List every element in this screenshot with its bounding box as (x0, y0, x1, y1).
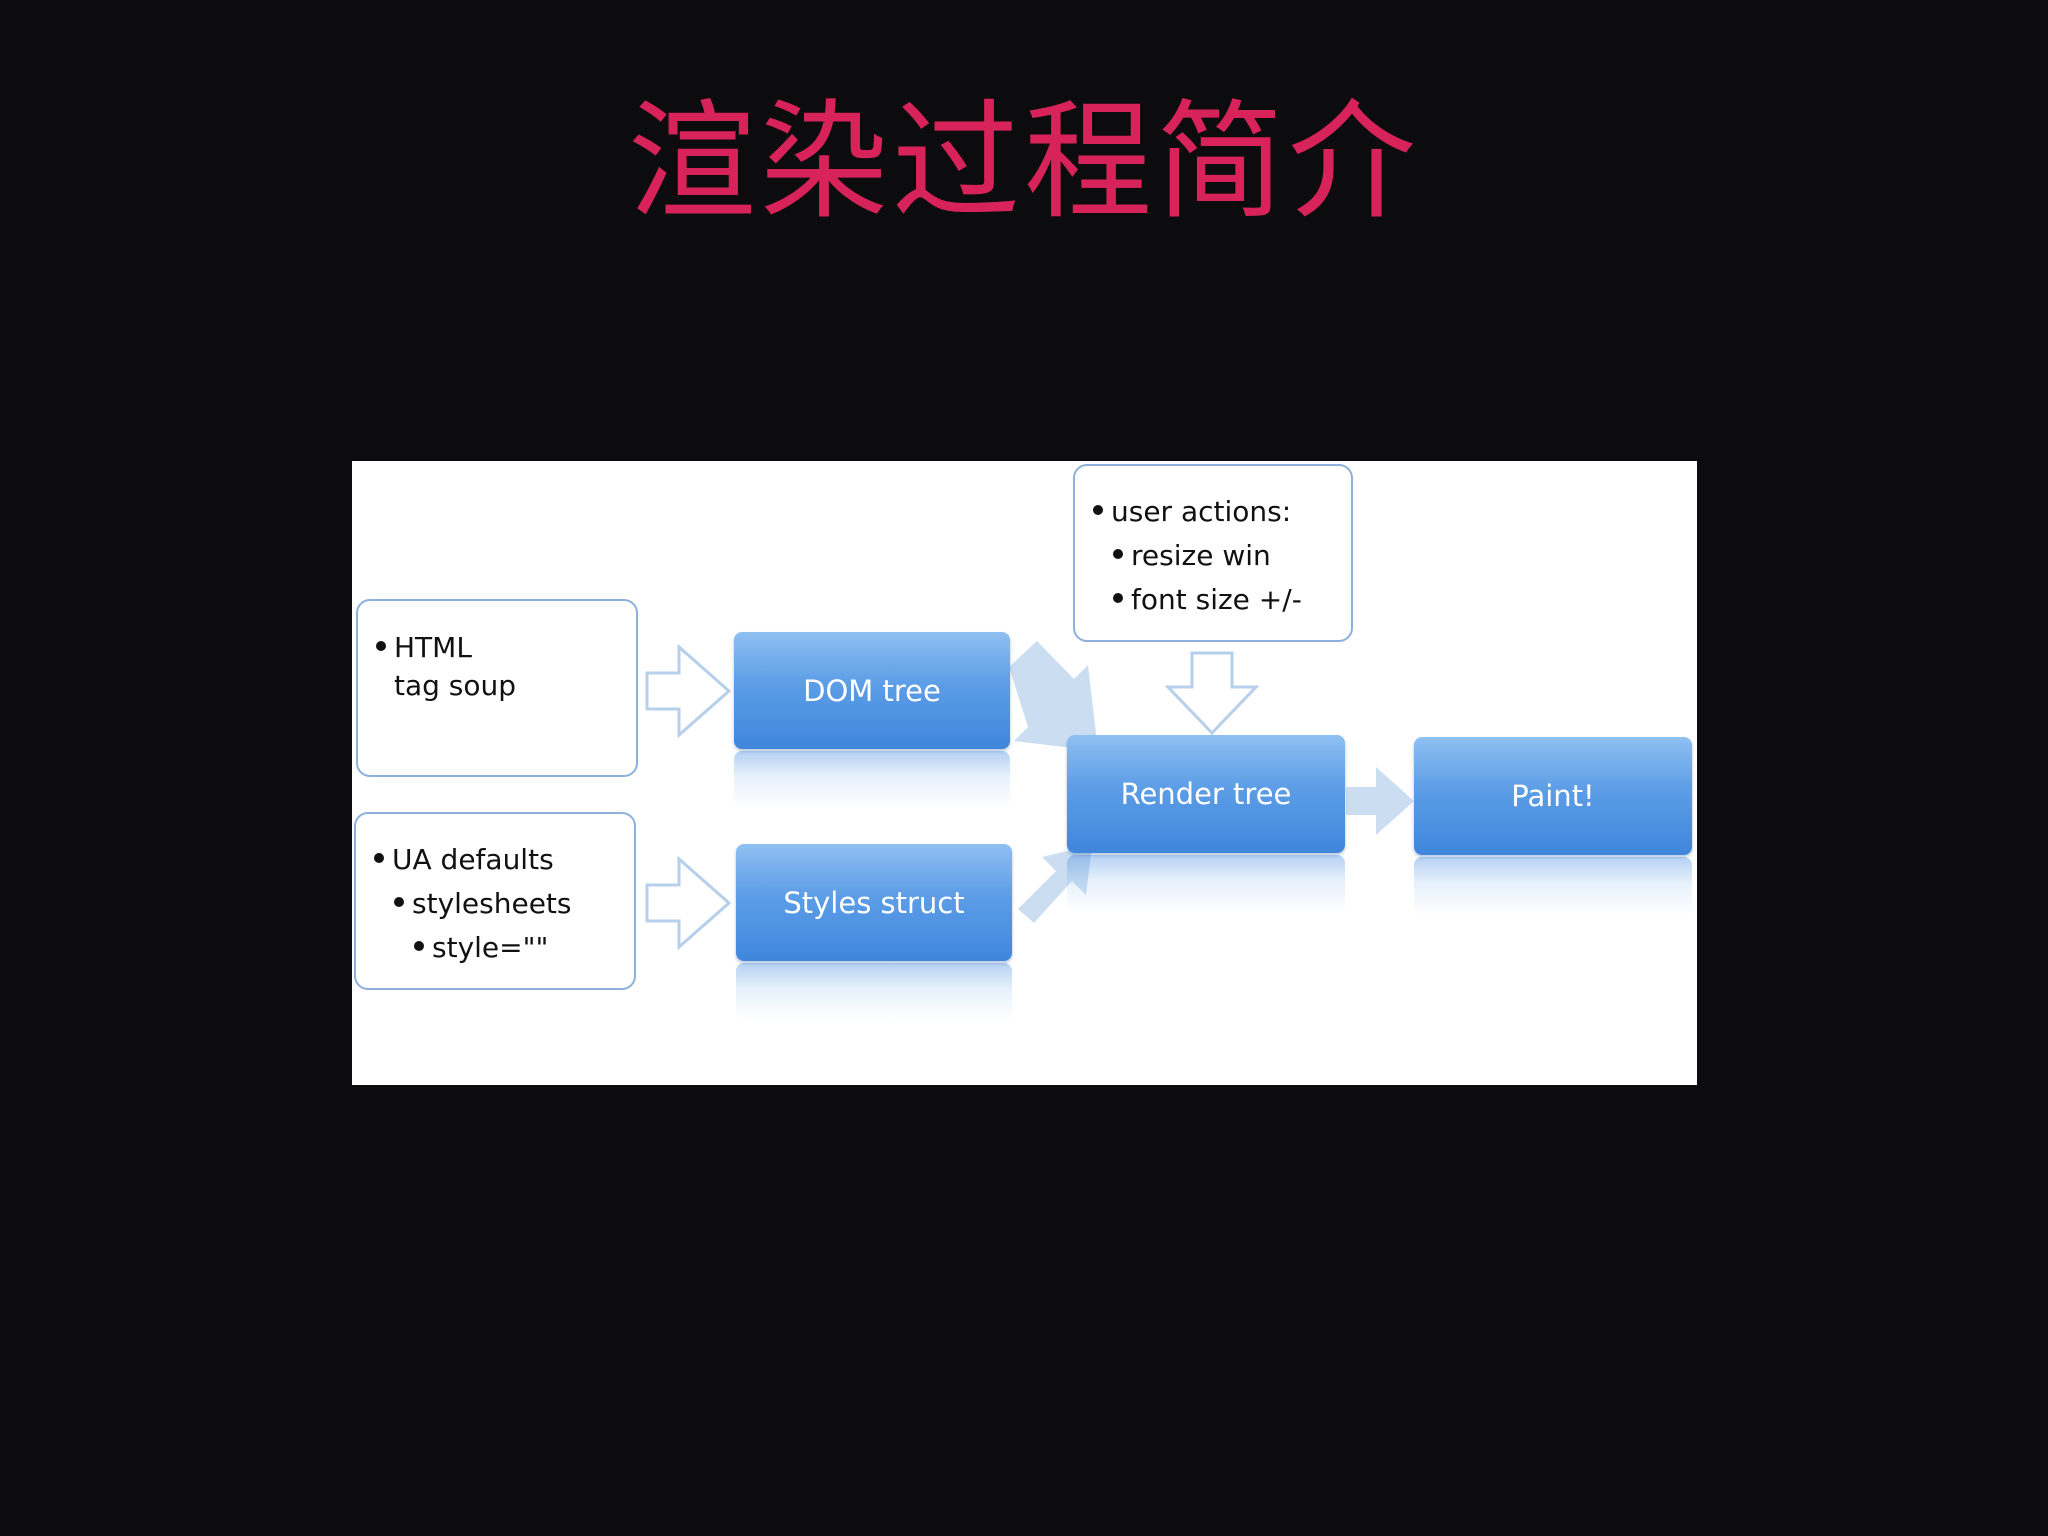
arrow-styles-to-render (1018, 845, 1092, 923)
paint-reflection (1414, 857, 1692, 915)
render-tree-box: Render tree (1067, 735, 1345, 853)
stylesheets-label: stylesheets (412, 887, 572, 920)
bullet-dot (1113, 593, 1123, 603)
bullet-dot (376, 641, 386, 651)
paint-box: Paint! (1414, 737, 1692, 855)
render-tree-label: Render tree (1120, 777, 1292, 811)
dom-tree-reflection (734, 751, 1010, 809)
bullet-dot (1093, 505, 1103, 515)
style-attr-label: style="" (432, 931, 549, 964)
user-actions-bullet: user actions: (1093, 490, 1333, 534)
font-size-label: font size +/- (1131, 583, 1302, 616)
user-actions-label: user actions: (1111, 495, 1292, 528)
render-pipeline-diagram: HTML tag soup UA defaults stylesheets st… (352, 461, 1697, 1085)
dom-tree-label: DOM tree (803, 673, 941, 708)
render-tree-reflection (1067, 855, 1345, 913)
slide-title: 渲染过程简介 (627, 88, 1420, 237)
diagram-arrows (645, 641, 1414, 951)
paint-label: Paint! (1511, 779, 1595, 813)
tag-soup-label: tag soup (394, 669, 517, 702)
styles-struct-box: Styles struct (736, 844, 1012, 961)
styles-struct-label: Styles struct (783, 885, 965, 920)
bullet-dot (374, 853, 384, 863)
ua-defaults-bullet: UA defaults (374, 838, 616, 882)
arrow-html-to-dom (645, 643, 732, 739)
styles-struct-reflection (736, 963, 1012, 1021)
arrow-render-to-paint (1346, 767, 1414, 835)
bullet-dot (394, 897, 404, 907)
stylesheets-bullet: stylesheets (374, 882, 616, 926)
arrow-user-to-render (1164, 651, 1260, 736)
arrow-ua-to-styles (645, 855, 732, 951)
arrow-dom-to-render (1009, 641, 1098, 751)
resize-win-bullet: resize win (1093, 534, 1333, 578)
html-source-box: HTML tag soup (356, 599, 638, 777)
style-attr-bullet: style="" (374, 926, 616, 970)
html-bullet: HTML (376, 629, 618, 667)
ua-defaults-box: UA defaults stylesheets style="" (354, 812, 636, 990)
font-size-bullet: font size +/- (1093, 578, 1333, 622)
html-label: HTML (394, 631, 472, 664)
tag-soup-line: tag soup (376, 667, 618, 705)
bullet-dot (1113, 549, 1123, 559)
dom-tree-box: DOM tree (734, 632, 1010, 749)
bullet-dot (414, 941, 424, 951)
resize-win-label: resize win (1131, 539, 1271, 572)
user-actions-box: user actions: resize win font size +/- (1073, 464, 1353, 642)
ua-defaults-label: UA defaults (392, 843, 554, 876)
